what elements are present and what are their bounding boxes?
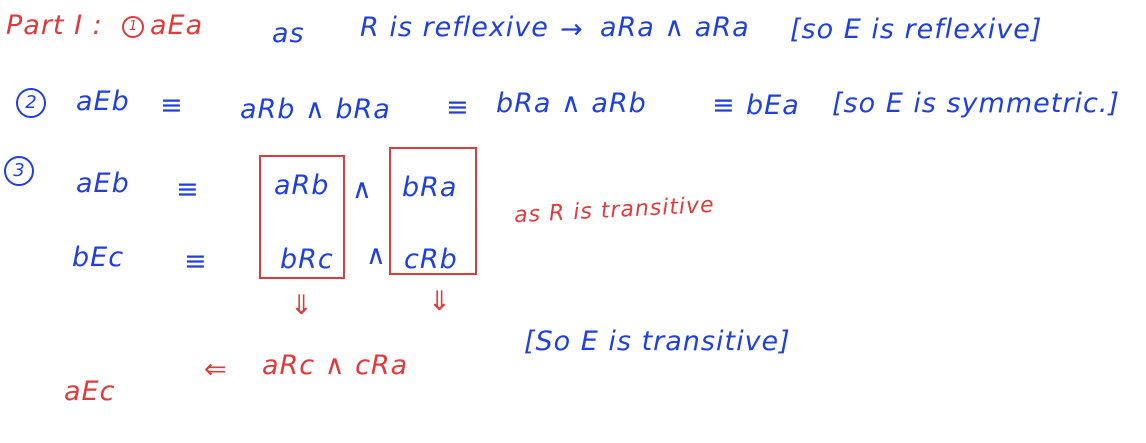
part-label: Part I : — [6, 10, 103, 41]
item-number-3: 3 — [4, 156, 34, 186]
symmetric-rhs: bEa — [746, 90, 800, 121]
symmetric-note: [so E is symmetric.] — [832, 88, 1120, 119]
symmetric-lhs: aEb — [76, 86, 130, 117]
transitive-row1-and: ∧ — [352, 174, 373, 205]
reflexive-reason: R is reflexive — [360, 12, 549, 43]
down-arrow-right: ⇓ — [428, 286, 452, 317]
result-lhs: aEc — [64, 376, 116, 407]
symmetric-expr-1: aRb ∧ bRa — [240, 94, 391, 125]
transitive-side-note: as R is transitive — [513, 192, 716, 229]
symmetric-equiv-2: ≡ — [446, 92, 470, 123]
transitive-row2-left: bRc — [280, 244, 334, 275]
transitive-row2-equiv: ≡ — [184, 246, 208, 277]
reflexive-expression: aEa — [150, 10, 204, 41]
item-number-1: 1 — [122, 16, 144, 38]
symmetric-equiv-3: ≡ — [712, 90, 736, 121]
transitive-row1-equiv: ≡ — [176, 174, 200, 205]
as-text: as — [272, 18, 305, 49]
reflexive-note: [so E is reflexive] — [790, 14, 1043, 45]
down-arrow-left: ⇓ — [290, 290, 314, 321]
transitive-row1-lhs: aEb — [76, 168, 130, 199]
transitive-row1-right: bRa — [402, 172, 458, 203]
item-number-2: 2 — [16, 88, 46, 118]
result-expression: aRc ∧ cRa — [262, 350, 409, 381]
transitive-row2-right: cRb — [404, 244, 458, 275]
implies-arrow: → — [560, 14, 584, 45]
reflexive-conclusion: aRa ∧ aRa — [600, 12, 750, 43]
transitive-row2-lhs: bEc — [72, 242, 125, 273]
result-arrow: ⇐ — [204, 354, 228, 385]
transitive-row2-and: ∧ — [366, 240, 387, 271]
symmetric-equiv-1: ≡ — [160, 90, 184, 121]
transitive-row1-left: aRb — [274, 170, 330, 201]
transitive-note: [So E is transitive] — [524, 326, 791, 357]
symmetric-expr-2: bRa ∧ aRb — [496, 88, 647, 119]
